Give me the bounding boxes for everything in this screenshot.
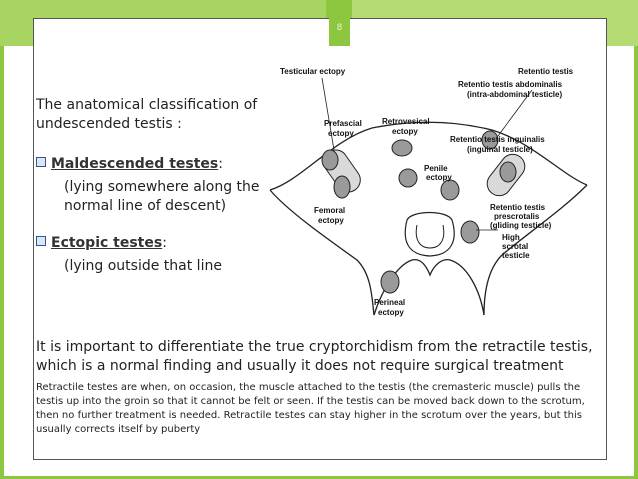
desc-maldescended: (lying somewhere along the normal line o… [64, 179, 260, 214]
label-retrovesical: Retrovesical [382, 117, 430, 126]
page-number: 8 [329, 0, 350, 46]
leader-testicular-ectopy [321, 77, 335, 151]
label-high: High [502, 233, 520, 242]
term-suffix: : [218, 156, 223, 172]
important-text: It is important to differentiate the tru… [36, 339, 593, 374]
label-perineal-2: ectopy [378, 308, 404, 317]
label-femoral: Femoral [314, 206, 345, 215]
label-prescrotalis: Retentio testis [490, 203, 546, 212]
right-border [634, 46, 638, 479]
testis-retrovesical [391, 139, 413, 157]
testis-perineal [380, 270, 400, 294]
label-high-3: testicle [502, 251, 530, 260]
label-prescrotalis-2: prescrotalis [494, 212, 540, 221]
classification-heading: The anatomical classification of undesce… [36, 97, 258, 132]
label-penile: Penile [424, 164, 448, 173]
body-outline [269, 121, 588, 191]
label-prescrotalis-sub: (gliding testicle) [490, 221, 552, 230]
label-penile-2: ectopy [426, 173, 452, 182]
label-high-2: scrotal [502, 242, 528, 251]
label-testicular-ectopy: Testicular ectopy [280, 67, 346, 76]
groin-line-right [483, 184, 588, 316]
desc-ectopic: (lying outside that line [64, 258, 222, 274]
bullet-ectopic: Ectopic testes: [36, 234, 167, 252]
checkbox-bullet-icon [36, 157, 46, 167]
label-perineal: Perineal [374, 298, 405, 307]
bullet-maldescended: Maldescended testes: [36, 155, 223, 173]
groin-line [269, 189, 375, 316]
testis-prefascial [321, 149, 339, 171]
testis-penile [398, 168, 418, 188]
bottom-border [0, 476, 638, 479]
testis-inguinal [499, 161, 517, 183]
label-inguinalis-sub: (inguinal testicle) [467, 145, 533, 154]
label-inguinalis: Retentio testis inguinalis [450, 135, 545, 144]
content-frame [33, 18, 607, 460]
label-retentio-testis: Retentio testis [518, 67, 574, 76]
label-abdominalis-sub: (intra-abdominal testicle) [467, 90, 562, 99]
term-ectopic: Ectopic testes [51, 235, 163, 251]
penis-outline [404, 211, 455, 257]
left-border [0, 46, 4, 479]
label-prefascial-2: ectopy [328, 129, 354, 138]
term-maldescended: Maldescended testes [51, 156, 219, 172]
penis-inner [415, 224, 445, 249]
retractile-note: Retractile testes are when, on occasion,… [36, 382, 585, 435]
leader-abdominal [497, 89, 533, 137]
testis-femoral [333, 175, 351, 199]
undescended-testis-diagram: Testicular ectopy Retentio testis Retent… [269, 67, 588, 317]
label-abdominalis: Retentio testis abdominalis [458, 80, 563, 89]
label-retrovesical-2: ectopy [392, 127, 418, 136]
label-femoral-2: ectopy [318, 216, 344, 225]
testis-high-scrotal [460, 220, 480, 244]
scrotum-outline [373, 259, 485, 316]
term-suffix: : [162, 235, 167, 251]
label-prefascial: Prefascial [324, 119, 362, 128]
checkbox-bullet-icon [36, 236, 46, 246]
testis-abdominal [481, 130, 499, 150]
testis-prescrotal [440, 179, 460, 201]
